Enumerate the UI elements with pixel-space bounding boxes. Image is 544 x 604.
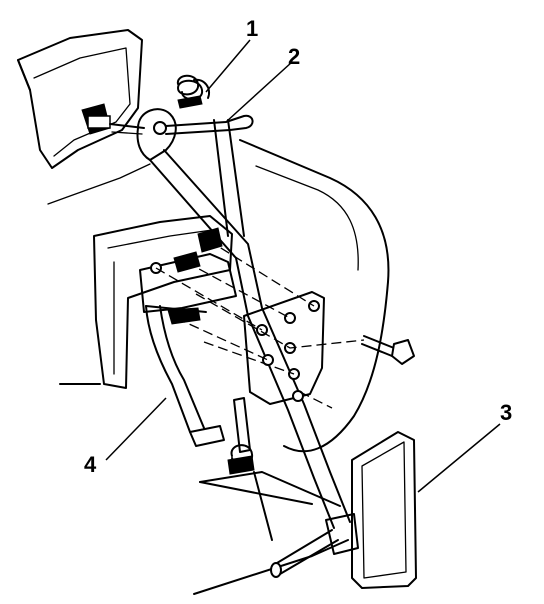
lower-link-rod (145, 305, 255, 475)
callout-4: 4 (84, 452, 97, 477)
callout-2: 2 (288, 44, 300, 69)
body-housing-outline (239, 139, 390, 453)
switch-connector (81, 103, 145, 135)
pedal-pad (325, 431, 417, 589)
callout-3: 3 (500, 400, 512, 425)
callout-leaders (105, 39, 501, 493)
pivot-plate (136, 108, 254, 161)
return-spring (176, 74, 210, 109)
callout-1: 1 (246, 16, 258, 41)
lower-bracket-housing (59, 215, 237, 389)
mounting-plate (243, 291, 325, 405)
floor-reference-lines (193, 471, 349, 595)
mounting-bolt (361, 335, 415, 365)
upper-bracket-panel (17, 29, 151, 205)
pedal-shaft-pin (270, 529, 339, 578)
